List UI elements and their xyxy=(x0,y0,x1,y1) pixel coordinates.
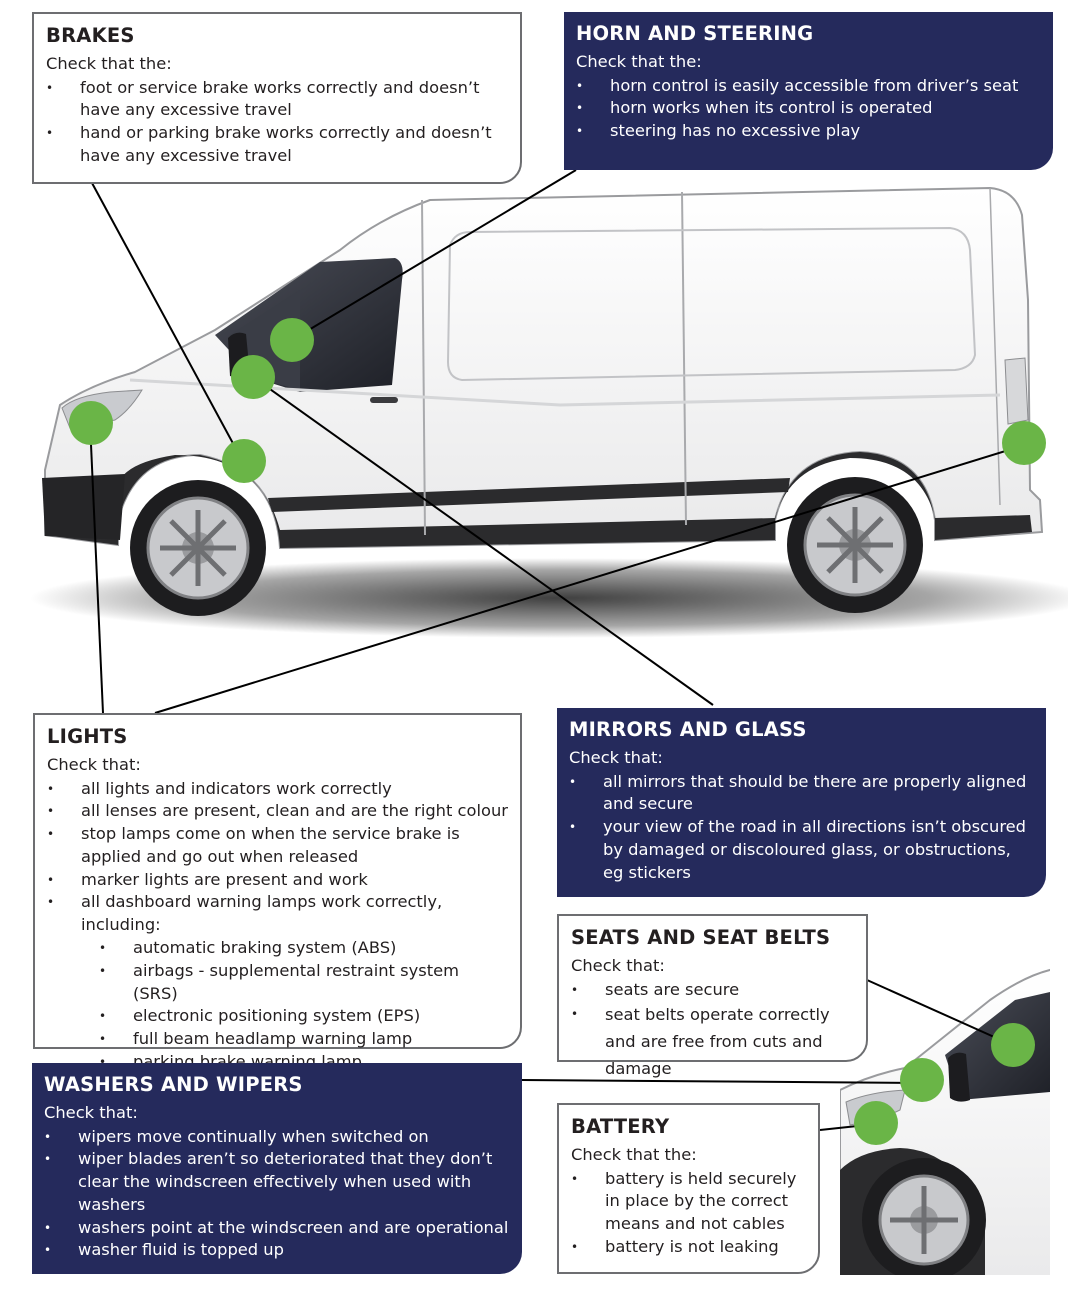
list-item: stop lamps come on when the service brak… xyxy=(47,823,508,869)
list-item: all lights and indicators work correctly xyxy=(47,778,508,801)
list-item: seat belts operate correctly and are fre… xyxy=(571,1001,854,1082)
list-item: your view of the road in all directions … xyxy=(569,816,1034,884)
horn-steering-title: HORN AND STEERING xyxy=(576,22,814,45)
lights-panel: LIGHTS Check that: all lights and indica… xyxy=(33,713,522,1074)
rear-wheel xyxy=(787,477,923,613)
battery-intro: Check that the: xyxy=(571,1145,697,1164)
list-item: washers point at the windscreen and are … xyxy=(44,1217,510,1240)
marker-brakes xyxy=(222,439,266,483)
brakes-list: foot or service brake works correctly an… xyxy=(46,77,508,168)
mirrors-glass-list: all mirrors that should be there are pro… xyxy=(569,771,1034,885)
list-item: all mirrors that should be there are pro… xyxy=(569,771,1034,817)
lights-title: LIGHTS xyxy=(47,725,128,748)
list-item: marker lights are present and work xyxy=(47,869,508,892)
lights-list: all lights and indicators work correctly… xyxy=(47,778,508,938)
list-item: all lenses are present, clean and are th… xyxy=(47,800,508,823)
connector-lines xyxy=(89,169,1026,1131)
washers-wipers-title: WASHERS AND WIPERS xyxy=(44,1073,303,1096)
washers-wipers-intro: Check that: xyxy=(44,1103,138,1122)
list-item: horn works when its control is operated xyxy=(576,97,1041,120)
list-item: battery is not leaking xyxy=(571,1236,806,1259)
list-item: washer fluid is topped up xyxy=(44,1239,510,1262)
front-wheel xyxy=(130,480,266,616)
horn-steering-list: horn control is easily accessible from d… xyxy=(576,75,1041,143)
list-item: wipers move continually when switched on xyxy=(44,1126,510,1149)
list-item: airbags - supplemental restraint system … xyxy=(47,960,508,1006)
marker-rear-light xyxy=(1002,421,1046,465)
horn-steering-panel: HORN AND STEERING Check that the: horn c… xyxy=(564,12,1053,170)
marker-washers-wipers xyxy=(900,1058,944,1102)
battery-list: battery is held securely in place by the… xyxy=(571,1168,806,1259)
list-item: hand or parking brake works correctly an… xyxy=(46,122,508,168)
battery-title: BATTERY xyxy=(571,1115,670,1138)
list-item: full beam headlamp warning lamp xyxy=(47,1028,508,1051)
list-item: wiper blades aren’t so deteriorated that… xyxy=(44,1148,510,1216)
brakes-panel: BRAKES Check that the: foot or service b… xyxy=(32,12,522,184)
marker-seat-belts xyxy=(991,1023,1035,1067)
list-item: all dashboard warning lamps work correct… xyxy=(47,891,508,937)
marker-horn-steering xyxy=(270,318,314,362)
list-item: steering has no excessive play xyxy=(576,120,1041,143)
marker-headlight xyxy=(69,401,113,445)
washers-wipers-panel: WASHERS AND WIPERS Check that: wipers mo… xyxy=(32,1063,522,1274)
battery-panel: BATTERY Check that the: battery is held … xyxy=(557,1103,820,1274)
horn-steering-intro: Check that the: xyxy=(576,52,702,71)
check-markers xyxy=(69,318,1046,1145)
mirrors-glass-panel: MIRRORS AND GLASS Check that: all mirror… xyxy=(557,708,1046,897)
warning-lamps-list: automatic braking system (ABS) airbags -… xyxy=(47,937,508,1074)
mirrors-glass-intro: Check that: xyxy=(569,748,663,767)
brakes-title: BRAKES xyxy=(46,24,135,47)
marker-mirror xyxy=(231,355,275,399)
list-item: foot or service brake works correctly an… xyxy=(46,77,508,123)
list-item: battery is held securely in place by the… xyxy=(571,1168,806,1236)
brakes-intro: Check that the: xyxy=(46,54,172,73)
lights-intro: Check that: xyxy=(47,755,141,774)
list-item: seats are secure xyxy=(571,979,854,1002)
washers-wipers-list: wipers move continually when switched on… xyxy=(44,1126,510,1263)
seats-belts-panel: SEATS AND SEAT BELTS Check that: seats a… xyxy=(557,914,868,1078)
seats-belts-list: seats are secure seat belts operate corr… xyxy=(571,979,854,1083)
marker-battery xyxy=(854,1101,898,1145)
seats-belts-title: SEATS AND SEAT BELTS xyxy=(571,926,831,949)
list-item: electronic positioning system (EPS) xyxy=(47,1005,508,1028)
list-item: horn control is easily accessible from d… xyxy=(576,75,1041,98)
list-item: automatic braking system (ABS) xyxy=(47,937,508,960)
mirrors-glass-title: MIRRORS AND GLASS xyxy=(569,718,807,741)
seats-belts-intro: Check that: xyxy=(571,956,665,975)
